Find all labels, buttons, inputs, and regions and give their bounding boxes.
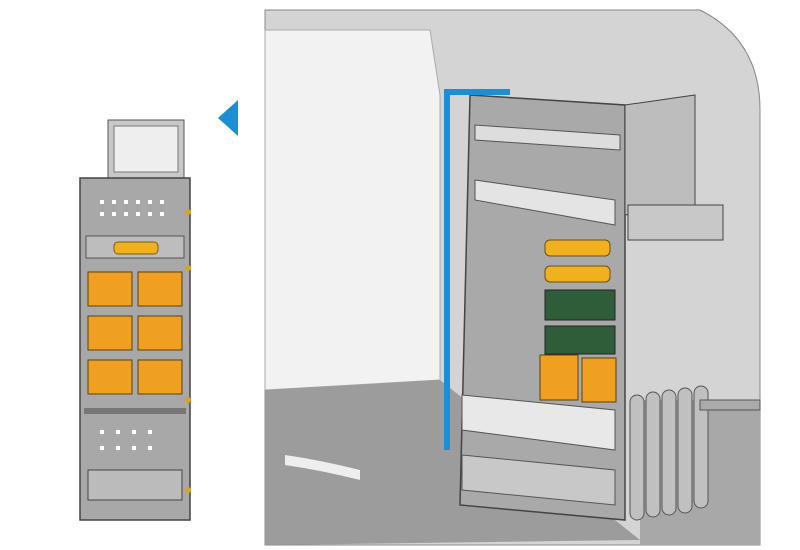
shelving-front-view bbox=[79, 119, 191, 521]
orange-bins bbox=[87, 271, 183, 395]
triangle-left-icon[interactable] bbox=[218, 100, 238, 136]
tube-holder bbox=[629, 385, 761, 521]
blue-outline-marker bbox=[444, 89, 510, 450]
shelving-installed bbox=[459, 94, 724, 521]
